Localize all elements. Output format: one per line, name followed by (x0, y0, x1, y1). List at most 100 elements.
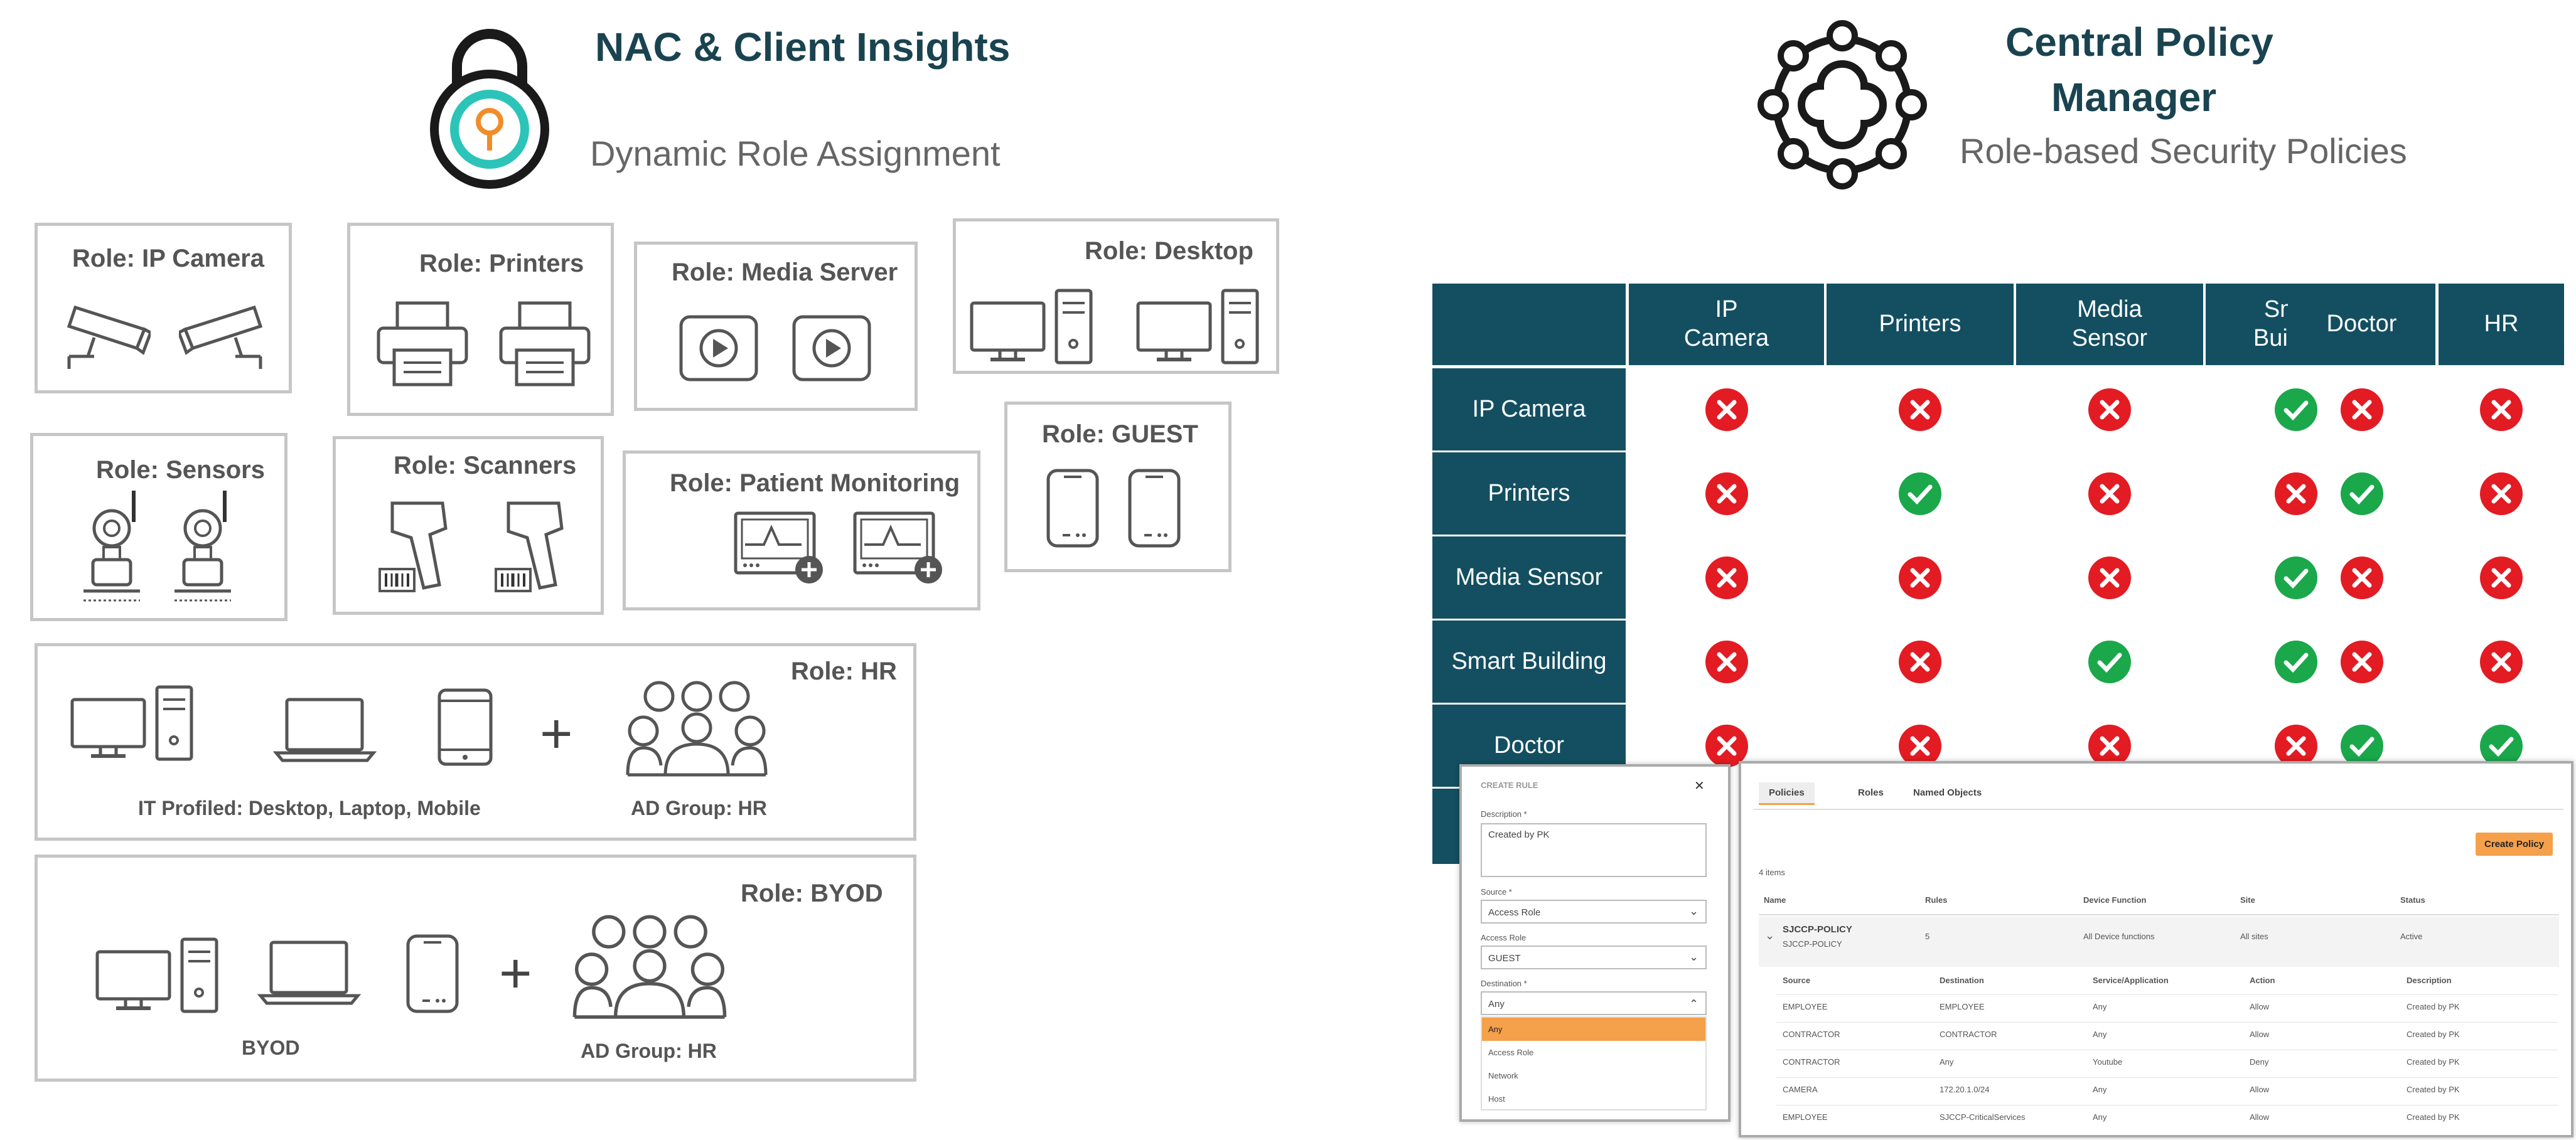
divider (1759, 914, 2559, 915)
rule-cell: Youtube (2093, 1057, 2123, 1067)
deny-x-icon (1899, 388, 1941, 431)
deny-x-icon (2088, 472, 2131, 515)
barcode-scanner-icon (378, 501, 448, 592)
dropdown-option[interactable]: Host (1488, 1094, 1505, 1104)
hr-group-caption: AD Group: HR (631, 797, 767, 819)
rule-cell: Created by PK (2407, 1030, 2460, 1039)
deny-x-icon (2480, 472, 2523, 515)
deny-x-icon (2274, 472, 2317, 515)
destination-select[interactable]: Any ⌃ (1481, 991, 1707, 1015)
dropdown-option[interactable]: Network (1488, 1071, 1518, 1080)
tab-named-objects[interactable]: Named Objects (1913, 787, 1982, 798)
role-box-printers: Role: Printers (347, 223, 614, 416)
matrix-column-header: Doctor (2288, 284, 2435, 365)
laptop-icon (273, 698, 377, 762)
policies-panel: Policies Roles Named Objects Create Policy… (1739, 761, 2573, 1137)
row-header-text: Smart Building (1451, 647, 1607, 674)
close-icon[interactable]: ✕ (1694, 779, 1705, 793)
deny-x-icon (2340, 388, 2383, 431)
deny-x-icon (1705, 640, 1748, 683)
patient-monitor-icon (734, 511, 823, 583)
rule-cell: Allow (2250, 1085, 2270, 1094)
deny-x-icon (2480, 640, 2523, 683)
security-camera-icon (179, 305, 263, 369)
matrix-row-header: IP Camera (1432, 368, 1626, 450)
rule-cell: Allow (2250, 1030, 2270, 1039)
role-label: Role: Patient Monitoring (670, 469, 960, 497)
plus-sign: + (499, 942, 532, 1005)
mobile-phone-icon (406, 934, 459, 1013)
rule-cell: CAMERA (1783, 1085, 1818, 1094)
chevron-down-icon[interactable]: ⌄ (1765, 929, 1775, 942)
rule-cell: EMPLOYEE (1783, 1112, 1828, 1122)
byod-group-caption: AD Group: HR (581, 1040, 717, 1062)
row-divider (1776, 994, 2558, 995)
policy-row[interactable] (1759, 917, 2559, 967)
role-label: Role: Printers (419, 250, 584, 277)
right-title-line1: Central Policy (2005, 19, 2273, 65)
row-divider (1776, 1077, 2558, 1078)
role-box-desktop: Role: Desktop (953, 218, 1279, 374)
role-label: Role: BYOD (741, 880, 883, 907)
tab-policies[interactable]: Policies (1759, 782, 1815, 805)
description-field[interactable]: Created by PK (1481, 823, 1707, 877)
column-header-text: Printers (1879, 311, 1962, 338)
play-button-icon (679, 315, 758, 381)
sensor-transmitter-icon (83, 491, 140, 602)
policy-status: Active (2400, 932, 2423, 941)
rule-cell: SJCCP-CriticalServices (1940, 1112, 2026, 1122)
role-box-byod: Role: BYOD + BYOD AD Group: HR (35, 855, 916, 1082)
column-header: Device Function (2083, 895, 2147, 905)
rule-cell: Created by PK (2407, 1085, 2460, 1094)
source-label: Source * (1481, 887, 1512, 897)
mobile-phone-icon (1046, 469, 1099, 548)
rule-column-header: Source (1783, 976, 1811, 985)
role-label: Role: GUEST (1042, 420, 1198, 448)
row-divider (1776, 1022, 2558, 1023)
rule-cell: 172.20.1.0/24 (1940, 1085, 1990, 1094)
deny-x-icon (1705, 388, 1748, 431)
policy-rules: 5 (1925, 932, 1930, 941)
allow-check-icon (2340, 724, 2383, 767)
desktop-computer-icon (970, 289, 1093, 365)
column-header-text: Doctor (2326, 311, 2397, 338)
rule-cell: Created by PK (2407, 1112, 2460, 1122)
role-box-sensors: Role: Sensors (30, 433, 287, 621)
row-header-text: Doctor (1494, 732, 1564, 759)
tab-roles[interactable]: Roles (1858, 787, 1884, 798)
matrix-corner (1432, 284, 1626, 365)
allow-check-icon (2480, 724, 2523, 767)
dropdown-option[interactable]: Any (1482, 1018, 1705, 1041)
network-hub-icon (1758, 20, 1927, 189)
deny-x-icon (2340, 556, 2383, 599)
rule-cell: CONTRACTOR (1783, 1057, 1840, 1067)
role-label: Role: IP Camera (72, 245, 265, 272)
deny-x-icon (2088, 724, 2131, 767)
rule-cell: Allow (2250, 1002, 2270, 1011)
role-label: Role: Desktop (1085, 237, 1253, 265)
role-box-guest: Role: GUEST (1004, 402, 1232, 572)
padlock-icon (430, 29, 549, 189)
rule-column-header: Destination (1940, 976, 1984, 985)
printer-icon (377, 301, 468, 386)
rule-cell: Created by PK (2407, 1002, 2460, 1011)
source-select[interactable]: Access Role ⌄ (1481, 900, 1707, 924)
desktop-computer-icon (95, 937, 218, 1013)
create-policy-button[interactable]: Create Policy (2476, 833, 2553, 856)
matrix-row-header: Smart Building (1432, 621, 1626, 703)
deny-x-icon (1899, 556, 1941, 599)
dropdown-option[interactable]: Access Role (1488, 1048, 1534, 1057)
byod-devices-caption: BYOD (242, 1036, 300, 1059)
left-subtitle: Dynamic Role Assignment (590, 134, 1001, 173)
patient-monitor-icon (853, 511, 942, 583)
user-group-icon (572, 915, 727, 1019)
create-rule-panel: CREATE RULE ✕ Description * Created by P… (1459, 764, 1731, 1122)
destination-label: Destination * (1481, 979, 1527, 988)
hr-devices-caption: IT Profiled: Desktop, Laptop, Mobile (138, 797, 481, 819)
item-count: 4 items (1759, 868, 1785, 877)
deny-x-icon (1899, 640, 1941, 683)
allow-check-icon (2274, 556, 2317, 599)
access-role-select[interactable]: GUEST ⌄ (1481, 946, 1707, 969)
